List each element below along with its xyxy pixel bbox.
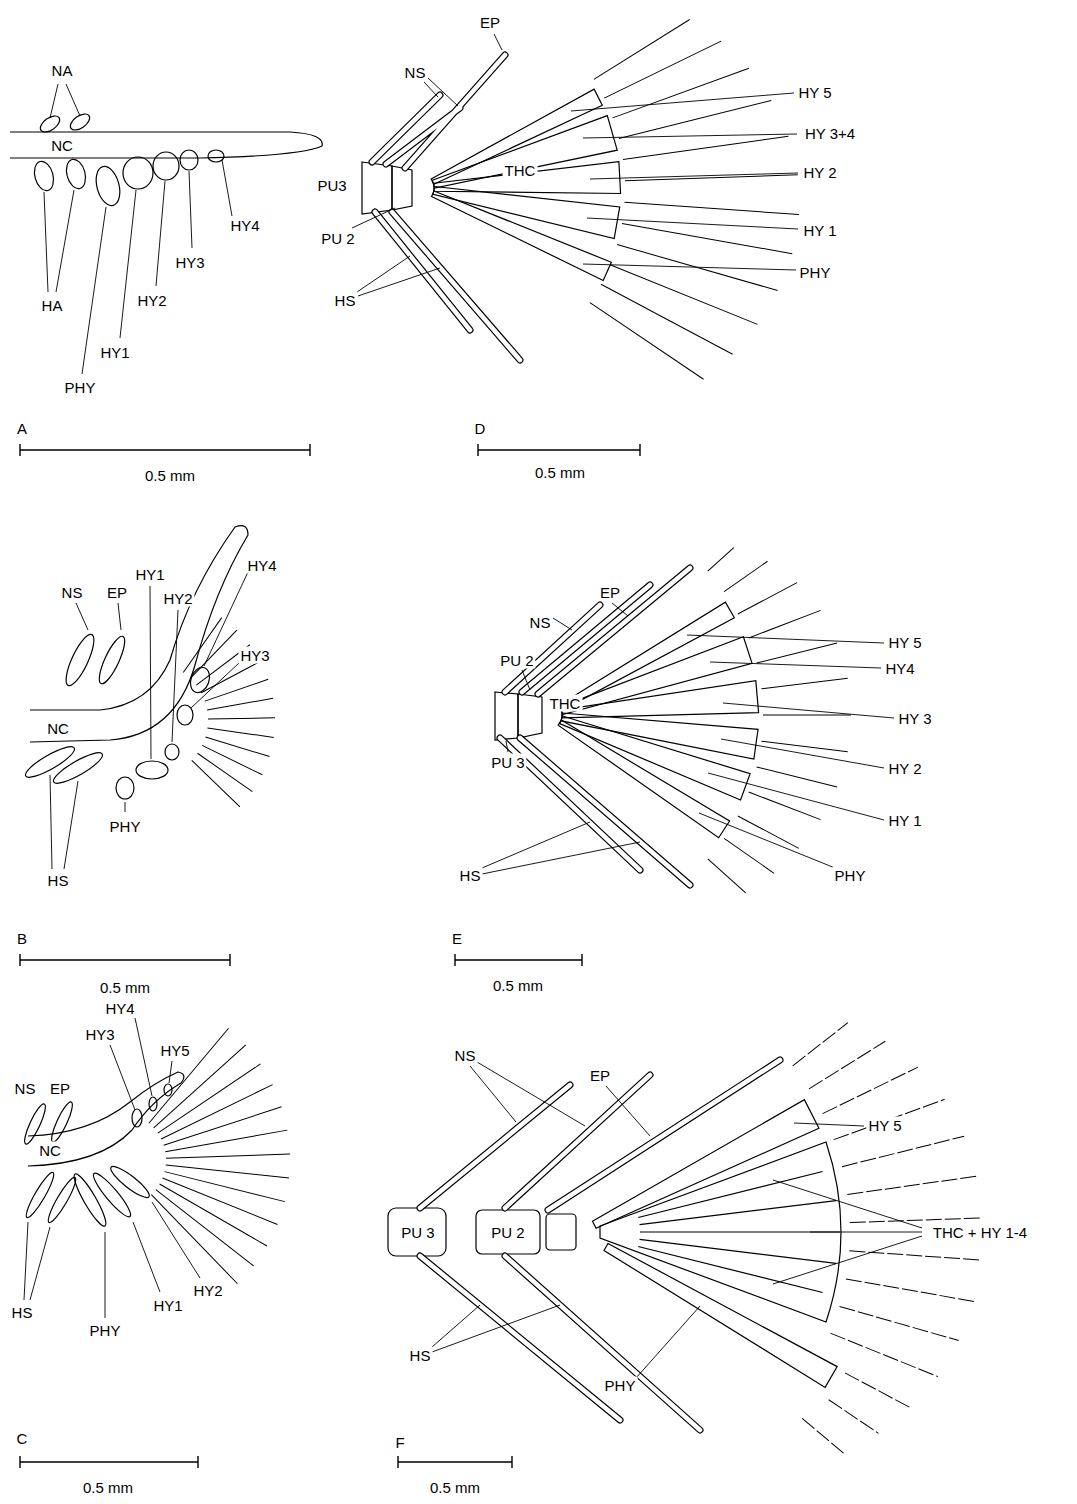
structure-label: PHY [603,1377,638,1394]
structure-label: HY5 [158,1042,191,1059]
structure-label: HY 5 [886,634,923,651]
structure-label: PHY [833,867,868,884]
structure-label: PU3 [315,177,348,194]
structure-label: NS [403,64,428,81]
structure-label: HY 2 [886,760,923,777]
structure-label: HY2 [135,292,168,309]
panel-letter: D [473,420,488,437]
scale-label: 0.5 mm [491,977,545,994]
structure-label: HY 3 [896,710,933,727]
structure-label: HY4 [228,217,261,234]
panel-letter: B [15,930,29,947]
structure-label: NC [49,137,75,154]
structure-label: HY3 [173,254,206,271]
panel-a-drawing [10,84,322,456]
structure-label: HY3 [238,647,271,664]
structure-label: NC [45,720,71,737]
scale-label: 0.5 mm [143,467,197,484]
structure-label: HS [408,1347,433,1364]
panel-letter: F [393,1434,406,1451]
structure-label: HY4 [245,557,278,574]
structure-label: HY1 [133,566,166,583]
structure-label: HY 2 [801,164,838,181]
structure-label: HY 3+4 [803,125,857,142]
structure-label: THC + HY 1-4 [931,1224,1029,1241]
structure-label: PHY [798,264,833,281]
structure-label: PHY [63,379,98,396]
structure-label: HS [46,872,71,889]
structure-label: HS [10,1304,35,1321]
scale-label: 0.5 mm [81,1479,135,1496]
structure-label: NA [50,62,75,79]
structure-label: HY2 [161,590,194,607]
panel-d-drawing [352,19,799,456]
panel-letter: E [450,930,464,947]
panel-f-drawing [388,1023,982,1468]
structure-label: PU 2 [498,652,535,669]
structure-label: PHY [88,1322,123,1339]
scale-label: 0.5 mm [533,464,587,481]
structure-label: HY4 [103,1000,136,1017]
structure-label: THC [503,162,538,179]
structure-label: EP [598,584,622,601]
structure-label: HY1 [151,1297,184,1314]
structure-label: HA [40,297,65,314]
structure-label: EP [48,1080,72,1097]
structure-label: PU 3 [489,754,526,771]
structure-label: NS [453,1047,478,1064]
structure-label: HY 1 [801,222,838,239]
structure-label: PHY [108,818,143,835]
structure-label: HY 5 [866,1117,903,1134]
structure-label: HS [458,867,483,884]
structure-label: PU 2 [489,1224,526,1241]
structure-label: HS [333,292,358,309]
structure-label: NS [13,1080,38,1097]
structure-label: HY2 [191,1282,224,1299]
scale-label: 0.5 mm [98,979,152,996]
structure-label: EP [105,584,129,601]
structure-label: NS [528,614,553,631]
structure-label: EP [588,1067,612,1084]
panel-letter: A [15,420,29,437]
panel-c-drawing [20,1018,290,1468]
structure-label: THC [548,695,583,712]
structure-label: HY 1 [886,812,923,829]
structure-label: HY1 [98,344,131,361]
structure-label: NC [37,1142,63,1159]
structure-label: NS [60,584,85,601]
scale-label: 0.5 mm [428,1479,482,1496]
structure-label: PU 2 [319,230,356,247]
panel-b-drawing [20,526,275,966]
panel-e-drawing [455,548,894,966]
structure-label: HY4 [883,660,916,677]
panel-letter: C [15,1430,30,1447]
structure-label: HY 5 [796,84,833,101]
structure-label: EP [478,14,502,31]
structure-label: HY3 [83,1026,116,1043]
structure-label: PU 3 [399,1224,436,1241]
